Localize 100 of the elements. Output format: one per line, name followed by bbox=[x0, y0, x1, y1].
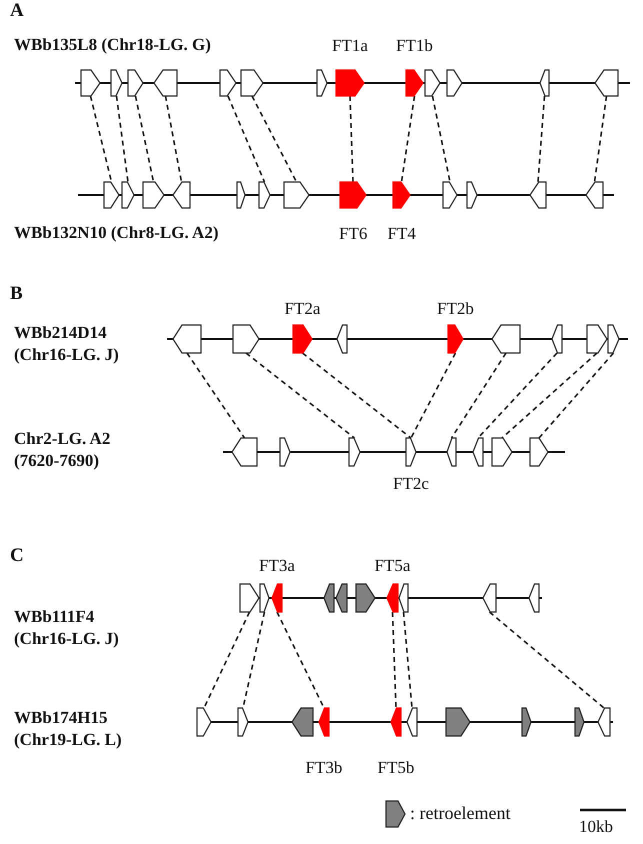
gene-symbol bbox=[399, 584, 408, 612]
ft-gene-symbol bbox=[336, 70, 364, 96]
synteny-line bbox=[276, 612, 325, 708]
retroelement-symbol bbox=[336, 584, 347, 612]
synteny-line bbox=[402, 612, 413, 708]
synteny-line bbox=[227, 96, 266, 182]
synteny-line bbox=[477, 352, 558, 439]
ft-gene-symbol bbox=[272, 584, 282, 612]
gene-symbol bbox=[241, 70, 263, 96]
gene-symbol bbox=[284, 182, 309, 208]
retroelement-symbol bbox=[324, 584, 334, 612]
gene-symbol bbox=[111, 70, 122, 96]
gene-symbol bbox=[104, 182, 119, 208]
synteny-line bbox=[302, 352, 412, 439]
ft-gene-symbol bbox=[293, 325, 312, 353]
ft-gene-symbol bbox=[406, 70, 423, 96]
synteny-line bbox=[116, 96, 129, 182]
synteny-line bbox=[488, 611, 605, 709]
panel-letter: B bbox=[10, 283, 23, 305]
gene-symbol bbox=[317, 70, 327, 96]
synteny-line bbox=[164, 96, 182, 182]
gene-symbol bbox=[233, 325, 259, 353]
retroelement-symbol bbox=[446, 708, 470, 736]
gene-symbol bbox=[492, 325, 520, 353]
track-name: Chr2-LG. A2 (7620-7690) bbox=[14, 428, 112, 472]
synteny-line bbox=[349, 96, 354, 182]
gene-label: FT3a bbox=[259, 556, 295, 576]
gene-symbol bbox=[122, 182, 134, 208]
gene-symbol bbox=[407, 708, 417, 736]
synteny-line bbox=[246, 352, 355, 439]
synteny-line bbox=[186, 352, 246, 438]
track-name: WBb111F4 (Chr16-LG. J) bbox=[14, 606, 120, 650]
gene-symbol bbox=[467, 182, 477, 208]
scale-label: 10kb bbox=[579, 816, 613, 838]
retroelement-symbol bbox=[575, 708, 584, 736]
gene-symbol bbox=[238, 708, 248, 736]
gene-symbol bbox=[540, 70, 549, 96]
ft-gene-symbol bbox=[340, 182, 366, 208]
gene-symbol bbox=[530, 182, 546, 208]
retroelement-symbol bbox=[356, 584, 375, 612]
gene-symbol bbox=[586, 182, 603, 208]
gene-label: FT2a bbox=[284, 299, 320, 319]
synteny-line bbox=[432, 96, 451, 182]
gene-symbol bbox=[447, 438, 456, 466]
gene-label: FT2b bbox=[437, 299, 474, 319]
gene-symbol bbox=[492, 438, 512, 466]
gene-symbol bbox=[406, 438, 416, 466]
gene-symbol bbox=[598, 708, 610, 736]
gene-label: FT2c bbox=[393, 474, 429, 494]
gene-symbol bbox=[240, 584, 259, 612]
gene-symbol bbox=[143, 182, 164, 208]
synteny-line bbox=[134, 96, 154, 182]
track-name: WBb214D14 (Chr16-LG. J) bbox=[14, 322, 120, 366]
gene-symbol bbox=[447, 70, 462, 96]
synteny-line bbox=[537, 96, 546, 182]
synteny-line bbox=[203, 612, 250, 708]
retroelement-symbol bbox=[522, 708, 531, 736]
gene-symbol bbox=[473, 438, 483, 466]
ft-gene-symbol bbox=[448, 325, 463, 353]
synteny-line bbox=[251, 96, 298, 182]
gene-symbol bbox=[128, 70, 143, 96]
gene-symbol bbox=[529, 584, 539, 612]
gene-symbol bbox=[530, 438, 548, 466]
gene-symbol bbox=[337, 325, 347, 353]
synteny-line bbox=[90, 96, 112, 182]
synteny-line bbox=[410, 352, 456, 438]
gene-symbol bbox=[197, 708, 211, 736]
legend-text: : retroelement bbox=[410, 802, 510, 824]
gene-label: FT5a bbox=[374, 556, 410, 576]
gene-symbol bbox=[220, 70, 236, 96]
synteny-line bbox=[400, 96, 416, 182]
gene-symbol bbox=[173, 325, 201, 353]
gene-symbol bbox=[81, 70, 100, 96]
gene-label: FT3b bbox=[306, 758, 342, 778]
gene-symbol bbox=[280, 438, 290, 466]
gene-symbol bbox=[349, 438, 360, 466]
gene-label: FT1b bbox=[396, 36, 433, 56]
synteny-line bbox=[594, 96, 608, 182]
gene-symbol bbox=[173, 182, 190, 208]
gene-symbol bbox=[483, 584, 496, 612]
track-name: WBb174H15 (Chr19-LG. L) bbox=[14, 707, 123, 751]
gene-symbol bbox=[587, 325, 607, 353]
gene-symbol bbox=[552, 325, 562, 353]
gene-symbol bbox=[237, 182, 245, 208]
ft-gene-symbol bbox=[393, 182, 410, 208]
synteny-line bbox=[538, 352, 614, 439]
track-name: WBb135L8 (Chr18-LG. G) bbox=[14, 34, 211, 56]
gene-symbol bbox=[232, 438, 257, 466]
synteny-line bbox=[501, 352, 598, 439]
gene-symbol bbox=[154, 70, 177, 96]
gene-symbol bbox=[443, 182, 457, 208]
ft-gene-symbol bbox=[319, 708, 329, 736]
synteny-line bbox=[450, 352, 507, 438]
panel-letter: A bbox=[10, 0, 24, 22]
panel-letter: C bbox=[10, 545, 24, 567]
retroelement-symbol bbox=[292, 708, 313, 736]
ft-gene-symbol bbox=[391, 708, 401, 736]
track-name: WBb132N10 (Chr8-LG. A2) bbox=[14, 222, 218, 244]
synteny-line bbox=[392, 612, 397, 708]
gene-symbol bbox=[259, 182, 270, 208]
